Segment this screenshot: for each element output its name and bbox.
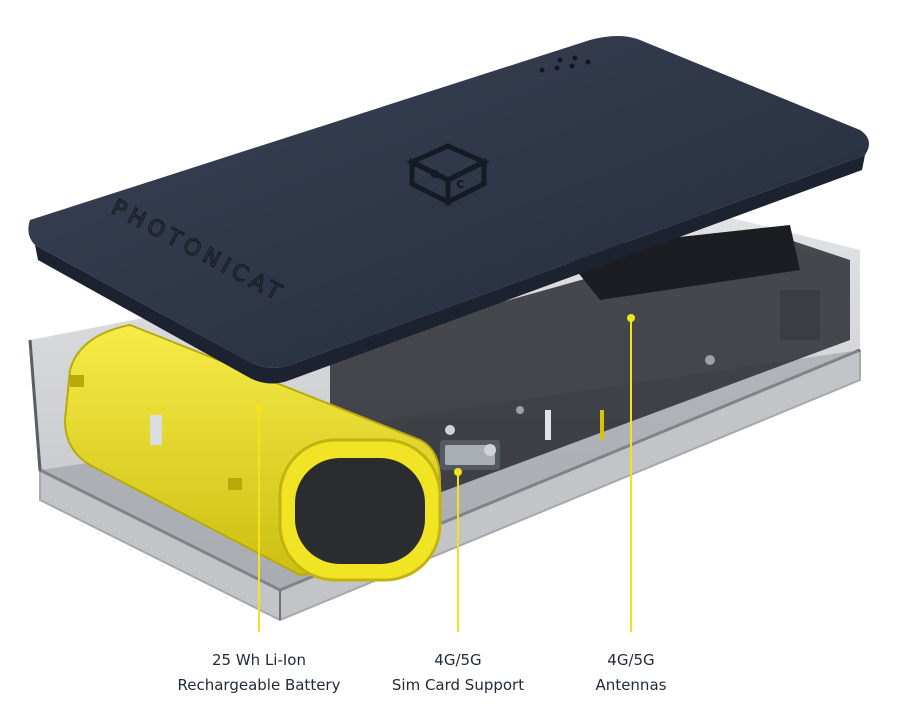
- svg-text:c: c: [430, 166, 438, 182]
- lid-vent-dots-icon: [539, 55, 591, 73]
- callout-sim-line2: Sim Card Support: [391, 676, 525, 694]
- battery-pack: [63, 323, 442, 582]
- callout-battery-line2: Rechargeable Battery: [177, 676, 341, 694]
- brand-cube-logo-icon: c c: [406, 143, 490, 207]
- callout-dots: [255, 314, 635, 476]
- top-lid: c c PHOTONICAT: [28, 36, 870, 384]
- callout-label-antennas: 4G/5G Antennas: [521, 648, 741, 698]
- callout-sim-line1: 4G/5G: [434, 651, 482, 669]
- callout-label-sim: 4G/5G Sim Card Support: [348, 648, 568, 698]
- callout-dot-sim: [454, 468, 462, 476]
- callout-dot-antennas: [627, 314, 635, 322]
- callout-lines: [258, 318, 632, 632]
- callout-battery-line1: 25 Wh Li-Ion: [211, 651, 306, 669]
- callout-label-battery: 25 Wh Li-Ion Rechargeable Battery: [149, 648, 369, 698]
- callout-antennas-line1: 4G/5G: [607, 651, 655, 669]
- callout-dot-battery: [255, 404, 263, 412]
- callout-antennas-line2: Antennas: [595, 676, 667, 694]
- svg-text:c: c: [456, 176, 464, 192]
